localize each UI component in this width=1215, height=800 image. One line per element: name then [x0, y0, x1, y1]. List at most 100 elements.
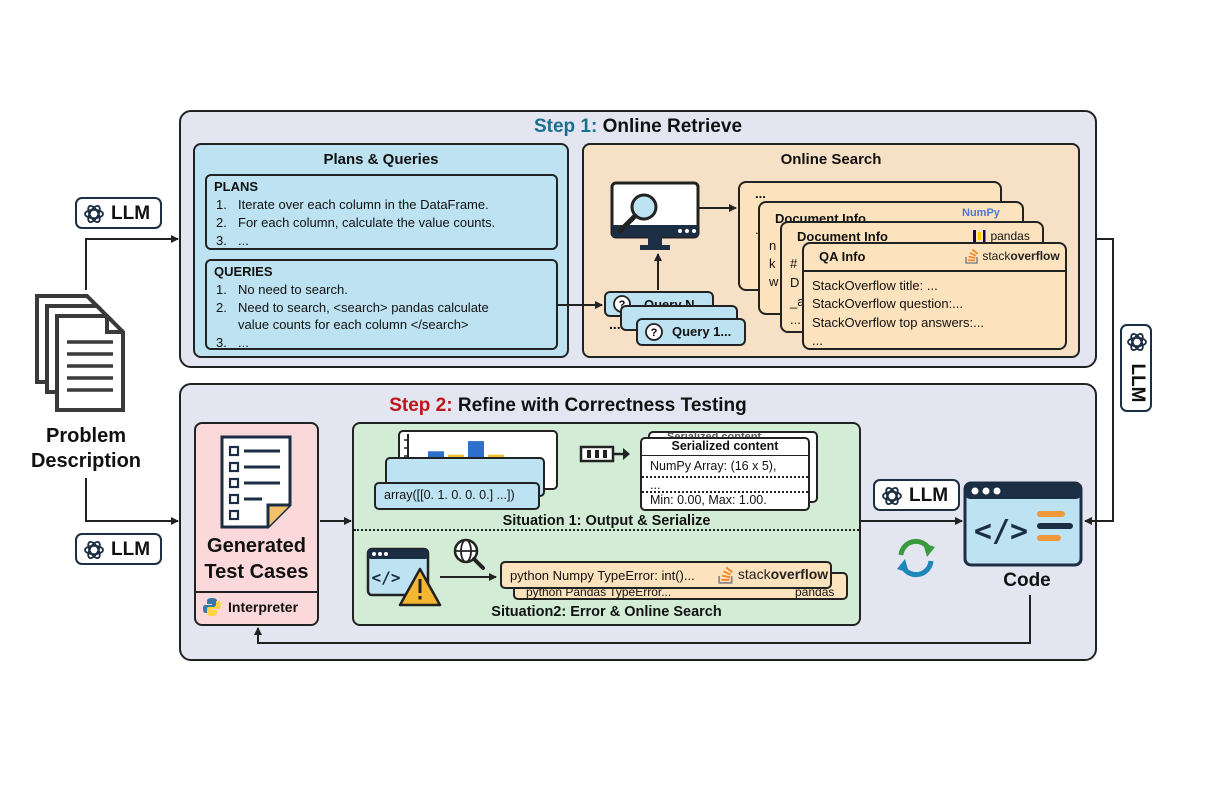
- svg-text:</>: </>: [372, 568, 401, 587]
- so2-logo-b: overflow: [770, 566, 829, 582]
- test-cases-line2: Test Cases: [204, 561, 309, 583]
- so2-logo-a: stack: [737, 566, 771, 582]
- online-search-heading: Online Search: [780, 151, 882, 168]
- situation2-label: Situation2: Error & Online Search: [491, 604, 722, 620]
- step1-prefix: Step 1:: [533, 116, 598, 137]
- query-text-2: Need to search, <search> pandas calculat…: [238, 300, 489, 315]
- serialize-arrow-icon: [579, 445, 630, 463]
- stackoverflow-logo-2: stackoverflow: [718, 566, 828, 584]
- pandas-logo-text: pandas: [990, 229, 1030, 243]
- llm-badge-vertical: LLM: [1120, 324, 1152, 412]
- qa-line-1: StackOverflow title: ...: [812, 278, 938, 293]
- code-editor-icon: </>: [963, 481, 1083, 567]
- llm-label-top: LLM: [111, 203, 151, 224]
- pandas-icon: [973, 229, 986, 242]
- doc-card2-line-3: _a: [790, 294, 805, 309]
- doc-info-2-title: Document Info: [797, 229, 888, 244]
- doc-card2-line-2: D: [790, 275, 800, 290]
- doc-card1-line-1: n: [769, 238, 777, 253]
- query-num-1: 1.: [216, 282, 227, 297]
- python-icon: [203, 598, 221, 616]
- qa-line-4: ...: [812, 333, 823, 348]
- doc-back-dot: .: [755, 222, 759, 237]
- query-ellipsis: ...: [609, 316, 621, 332]
- step2-title: Step 2: Refine with Correctness Testing: [179, 395, 1097, 417]
- openai-icon: [84, 205, 104, 223]
- situations-divider: [354, 529, 859, 531]
- query-text-3: ...: [238, 335, 249, 350]
- step1-title: Step 1: Online Retrieve: [179, 116, 1097, 138]
- plan-text-2: For each column, calculate the value cou…: [238, 215, 496, 230]
- plans-queries-heading: Plans & Queries: [323, 151, 439, 168]
- serialized-rule-2: [642, 476, 808, 478]
- doc-card2-line-1: #: [790, 256, 798, 271]
- query-num-2: 2.: [216, 300, 227, 315]
- serialized-rule-3: [642, 491, 808, 493]
- step2-title-text: Refine with Correctness Testing: [457, 395, 747, 416]
- problem-line1: Problem: [45, 425, 127, 447]
- serialized-card: [640, 437, 810, 511]
- problem-line2: Description: [30, 450, 142, 472]
- document-stack-icon: [35, 294, 125, 412]
- serialized-line-2: ...: [650, 478, 661, 492]
- qa-line-3: StackOverflow top answers:...: [812, 315, 984, 330]
- plan-text-1: Iterate over each column in the DataFram…: [238, 197, 489, 212]
- llm-badge-top: LLM: [75, 197, 162, 229]
- query-text-2-cont: value counts for each column </search>: [238, 317, 469, 332]
- array-text: array([[0. 1. 0. 0. 0.] ...]): [384, 488, 515, 502]
- search-monitor-icon: [610, 181, 700, 250]
- plans-label: PLANS: [214, 179, 259, 194]
- doc-card1-line-3: w: [769, 274, 779, 289]
- qa-info-title: QA Info: [819, 249, 866, 264]
- qa-info-card: [802, 242, 1067, 350]
- numpy-logo: NumPy: [962, 207, 1000, 219]
- query-num-3: 3.: [216, 335, 227, 350]
- stackoverflow-icon: [965, 249, 979, 265]
- queries-label: QUERIES: [214, 264, 273, 279]
- test-cases-line1: Generated: [207, 535, 306, 557]
- refresh-cycle-icon: [897, 538, 935, 578]
- llm-label-bottom: LLM: [111, 539, 151, 560]
- situation1-label: Situation 1: Output & Serialize: [502, 513, 711, 529]
- openai-icon: [1127, 333, 1147, 351]
- serialized-line-1: NumPy Array: (16 x 5),: [650, 459, 777, 473]
- plan-text-3: ...: [238, 233, 249, 248]
- svg-text:</>: </>: [974, 514, 1028, 549]
- so-logo-b: overflow: [1010, 249, 1060, 263]
- llm-badge-bottom: LLM: [75, 533, 162, 565]
- so-logo-a: stack: [982, 249, 1011, 263]
- openai-icon: [84, 541, 104, 559]
- interpreter-divider: [195, 591, 318, 593]
- llm-badge-code: LLM: [873, 479, 960, 511]
- error-front-text: python Numpy TypeError: int()...: [510, 568, 695, 583]
- step2-prefix: Step 2:: [389, 395, 453, 416]
- plan-num-3: 3.: [216, 233, 227, 248]
- llm-label-code: LLM: [909, 485, 949, 506]
- error-card-front: [500, 561, 832, 589]
- serialized-line-3: Min: 0.00, Max: 1.00.: [650, 493, 767, 507]
- pandas-logo: pandas: [972, 227, 1030, 245]
- queries-box: [205, 259, 558, 350]
- test-checklist-icon: [220, 435, 292, 529]
- doc-card2-line-4: ...: [790, 312, 801, 327]
- llm-label-vertical: LLM: [1127, 363, 1148, 403]
- code-label: Code: [1003, 570, 1051, 591]
- question-bubble-icon: ?: [645, 323, 663, 341]
- code-window-warning-icon: </>: [366, 547, 442, 607]
- openai-icon: [882, 487, 902, 505]
- doc-back-ellipsis: ...: [755, 186, 766, 201]
- stackoverflow-logo: stackoverflow: [965, 249, 1060, 265]
- serialized-rule-1: [642, 455, 808, 456]
- interpreter-label: Interpreter: [228, 599, 299, 615]
- serialized-title: Serialized content: [671, 439, 779, 453]
- svg-text:?: ?: [651, 327, 658, 339]
- array-card-front: [374, 482, 540, 510]
- doc-card1-line-2: k: [769, 256, 776, 271]
- stackoverflow-icon: [718, 566, 733, 584]
- globe-search-icon: [453, 538, 485, 570]
- plan-num-1: 1.: [216, 197, 227, 212]
- qa-info-divider: [804, 270, 1065, 272]
- qa-line-2: StackOverflow question:...: [812, 296, 964, 311]
- query-1-label: Query 1...: [672, 324, 732, 339]
- plan-num-2: 2.: [216, 215, 227, 230]
